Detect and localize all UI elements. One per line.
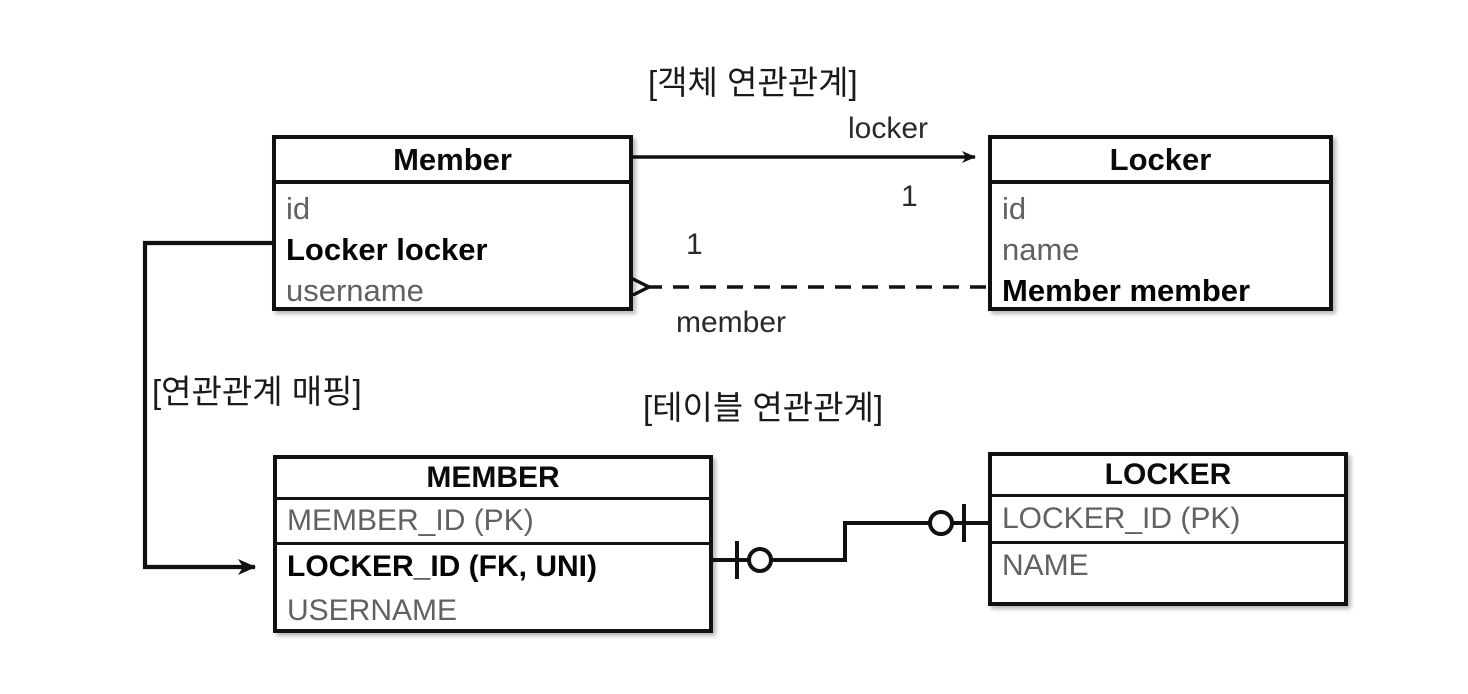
class-name-member: Member — [393, 141, 512, 177]
table-box-member[interactable]: MEMBER MEMBER_ID (PK) LOCKER_ID (FK, UNI… — [273, 455, 713, 633]
class-field: username — [286, 273, 424, 308]
class-field: id — [1002, 191, 1027, 226]
class-box-locker[interactable]: Locker id name Member member — [988, 135, 1333, 311]
table-locker-divider-1 — [992, 494, 1344, 497]
association-role-locker: locker — [848, 112, 929, 145]
table-relationship-connector — [713, 504, 990, 579]
association-multiplicity-locker: 1 — [901, 180, 918, 213]
class-member-fields: id Locker locker username — [276, 184, 629, 311]
table-column: NAME — [1002, 549, 1089, 582]
mapping-title: [연관관계 매핑] — [152, 373, 362, 410]
association-multiplicity-member: 1 — [686, 228, 703, 261]
table-name-locker: LOCKER — [1104, 458, 1232, 491]
class-locker-divider — [992, 180, 1329, 184]
table-column: LOCKER_ID (PK) — [1002, 502, 1241, 535]
table-member-divider-2 — [277, 542, 709, 545]
mapping-arrow — [142, 240, 272, 575]
class-member-divider — [276, 180, 629, 184]
class-box-member[interactable]: Member id Locker locker username — [272, 135, 633, 311]
table-box-locker[interactable]: LOCKER LOCKER_ID (PK) NAME — [988, 452, 1348, 606]
object-relation-title: [객체 연관관계] — [648, 64, 858, 101]
table-relation-title: [테이블 연관관계] — [643, 389, 884, 426]
class-field: name — [1002, 232, 1080, 267]
table-locker-divider-2 — [992, 541, 1344, 544]
class-name-locker: Locker — [1109, 141, 1212, 177]
class-field: Locker locker — [286, 232, 488, 267]
table-column: LOCKER_ID (FK, UNI) — [287, 550, 597, 583]
table-name-member: MEMBER — [426, 461, 560, 494]
association-role-member: member — [676, 306, 787, 339]
class-field: id — [286, 191, 311, 226]
class-field: Member member — [1002, 273, 1251, 308]
class-locker-fields: id name Member member — [992, 184, 1329, 311]
table-column: MEMBER_ID (PK) — [287, 504, 534, 537]
table-member-divider-1 — [277, 497, 709, 500]
table-column: USERNAME — [287, 594, 458, 627]
